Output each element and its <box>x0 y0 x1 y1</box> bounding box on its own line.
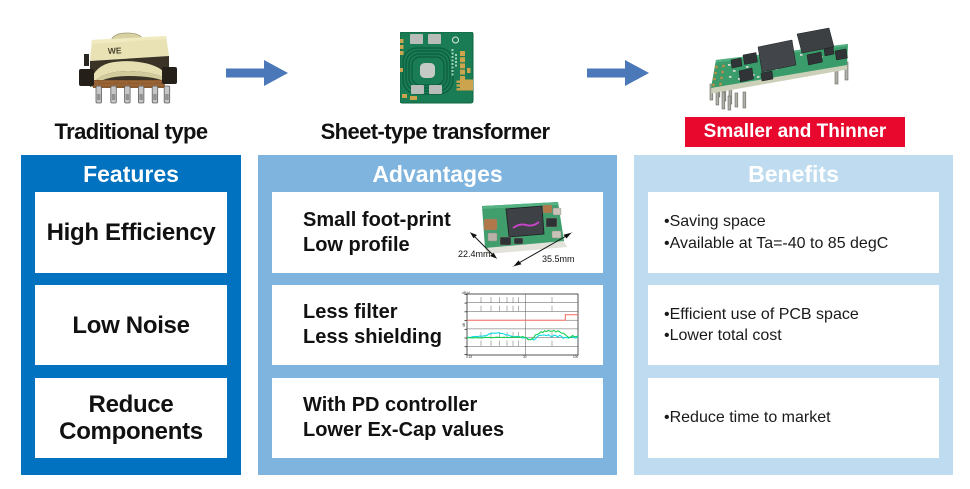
svg-text:100: 100 <box>573 355 579 358</box>
svg-text:dBuV: dBuV <box>462 291 471 295</box>
svg-text:dB: dB <box>462 323 466 327</box>
svg-text:0.15: 0.15 <box>466 355 472 358</box>
svg-text:30: 30 <box>523 355 527 358</box>
svg-text:35.5mm: 35.5mm <box>542 254 575 264</box>
svg-text:22.4mm: 22.4mm <box>458 249 491 259</box>
svg-text:WE: WE <box>108 45 123 56</box>
